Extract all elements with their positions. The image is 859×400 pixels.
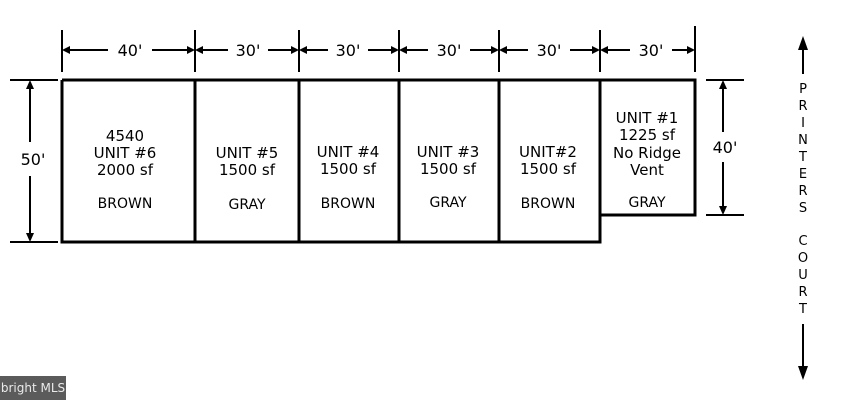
width-label-unit-6: 40'	[118, 41, 143, 60]
street-letter: R	[798, 99, 807, 114]
street-letter: T	[798, 302, 807, 317]
depth-label-left: 50'	[21, 150, 46, 169]
unit-5-line-2: 1500 sf	[219, 161, 276, 179]
street-letter: P	[799, 82, 807, 97]
street-letter: R	[798, 184, 807, 199]
width-label-unit-4: 30'	[336, 41, 361, 60]
street-letter: U	[798, 268, 808, 283]
unit-6: 4540 UNIT #6 2000 sf BROWN	[94, 127, 157, 212]
watermark-logo: bright MLS	[0, 376, 66, 400]
street-letter: O	[798, 251, 808, 266]
top-dimension-lines	[61, 26, 696, 72]
unit-1-line-4: Vent	[630, 161, 664, 179]
unit-2-line-2: 1500 sf	[520, 160, 577, 178]
unit-4-color: BROWN	[321, 196, 376, 212]
unit-6-color: BROWN	[98, 196, 153, 212]
unit-5: UNIT #5 1500 sf GRAY	[216, 144, 279, 213]
unit-6-line-1: 4540	[106, 127, 144, 145]
street-name-printers: P R I N T E R S	[798, 82, 808, 216]
unit-3-line-2: 1500 sf	[420, 160, 477, 178]
unit-6-line-2: UNIT #6	[94, 144, 157, 162]
street-letter: N	[798, 133, 808, 148]
unit-4-line-2: 1500 sf	[320, 160, 377, 178]
unit-3: UNIT #3 1500 sf GRAY	[417, 143, 480, 211]
street-name-court: C O U R T	[798, 234, 808, 317]
street-letter: I	[801, 116, 805, 131]
arrow-down-icon	[798, 366, 808, 380]
unit-5-color: GRAY	[228, 197, 265, 213]
top-dimension-arrowheads	[62, 46, 695, 54]
unit-3-line-1: UNIT #3	[417, 143, 480, 161]
street-letter: C	[798, 234, 807, 249]
street-arrowheads	[798, 36, 808, 380]
width-label-unit-5: 30'	[236, 41, 261, 60]
unit-2-line-1: UNIT#2	[519, 143, 577, 161]
unit-2-color: BROWN	[521, 196, 576, 212]
left-dimension-lines	[10, 79, 58, 243]
unit-1-line-1: UNIT #1	[616, 109, 679, 127]
depth-label-right: 40'	[713, 138, 738, 157]
unit-1-color: GRAY	[628, 195, 665, 211]
unit-5-line-1: UNIT #5	[216, 144, 279, 162]
unit-6-line-3: 2000 sf	[97, 161, 154, 179]
street-letter: R	[798, 285, 807, 300]
unit-3-color: GRAY	[429, 195, 466, 211]
right-dimension-lines	[706, 79, 744, 216]
unit-1-line-2: 1225 sf	[619, 126, 676, 144]
unit-1-line-3: No Ridge	[613, 144, 681, 162]
building-outline	[60, 78, 697, 244]
width-label-unit-1: 30'	[639, 41, 664, 60]
unit-4: UNIT #4 1500 sf BROWN	[317, 143, 380, 212]
street-letter: T	[798, 150, 807, 165]
street-letter: E	[799, 167, 807, 182]
left-dimension-arrowheads	[26, 80, 34, 242]
width-label-unit-3: 30'	[437, 41, 462, 60]
unit-1: UNIT #1 1225 sf No Ridge Vent GRAY	[613, 109, 681, 211]
unit-4-line-1: UNIT #4	[317, 143, 380, 161]
arrow-up-icon	[798, 36, 808, 50]
width-label-unit-2: 30'	[537, 41, 562, 60]
unit-2: UNIT#2 1500 sf BROWN	[519, 143, 577, 212]
right-dimension-arrowheads	[719, 80, 727, 215]
street-letter: S	[799, 201, 807, 216]
